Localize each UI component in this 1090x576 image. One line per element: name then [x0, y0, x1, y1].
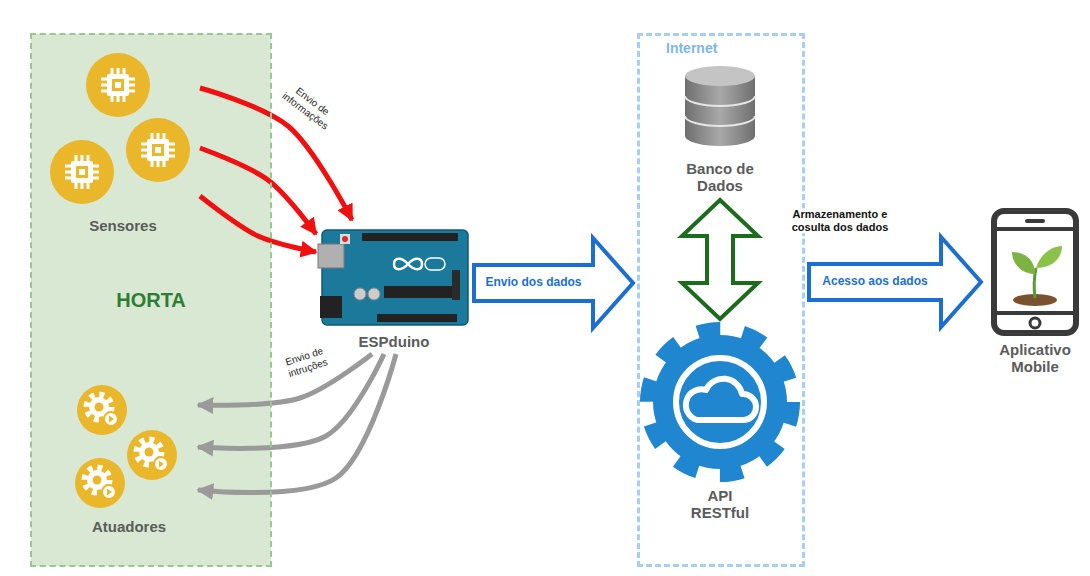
garden-ground [31, 34, 271, 566]
edge-label: Envio de intruções [277, 343, 335, 382]
api-gear-icon [648, 330, 792, 474]
board-illustration [368, 288, 380, 300]
board-illustration [354, 288, 366, 300]
board-illustration [318, 244, 344, 268]
database-icon [685, 96, 755, 126]
phone-icon [1027, 219, 1043, 223]
actuator-icon [75, 385, 177, 508]
connector-group [198, 88, 981, 493]
database-node: Banco de Dados [665, 58, 775, 196]
edge-label: Armazenamento e cosulta dos dados [778, 208, 903, 233]
actuator-icon [77, 385, 127, 435]
actuator-group: Atuadores [62, 380, 196, 537]
edge-label: Envio dos dados [483, 276, 583, 290]
phone-icon [997, 229, 1073, 313]
sensor-icon [50, 53, 190, 204]
board-illustration [320, 296, 342, 318]
database-icon [685, 66, 755, 146]
board-illustration [425, 258, 445, 270]
sensor-icon [126, 118, 190, 182]
edge-label: Envio de informações [277, 78, 342, 135]
phone-icon [994, 211, 1076, 333]
region-title: Internet [666, 40, 717, 56]
sensor-group: Sensores [48, 48, 198, 236]
edge-label: Acesso aos dados [820, 275, 929, 289]
microcontroller-board: ESPduino [318, 222, 470, 352]
api-gear-icon [686, 379, 756, 420]
region-title: HORTA [116, 289, 186, 312]
sensor-icon [86, 53, 150, 117]
block-arrow [474, 238, 633, 328]
board-illustration [362, 233, 458, 241]
node-label: Sensores [89, 217, 157, 234]
node-label: Aplicativo Mobile [993, 341, 1077, 376]
board-illustration [318, 230, 468, 325]
api-gear-icon [648, 330, 792, 474]
actuator-icon [127, 430, 177, 480]
node-label: Banco de Dados [675, 160, 765, 195]
node-label: Atuadores [92, 518, 166, 535]
garden-ground [31, 34, 271, 566]
board-illustration [394, 259, 422, 270]
actuator-icon [75, 458, 125, 508]
board-illustration [342, 236, 348, 242]
flow-arrow [200, 196, 316, 252]
sensor-icon [50, 140, 114, 204]
api-gear-icon [653, 335, 787, 469]
phone-icon [1030, 318, 1040, 328]
phone-icon [994, 211, 1076, 333]
block-arrow [682, 200, 758, 319]
board-illustration [452, 270, 460, 300]
flow-arrow [200, 148, 316, 234]
garden-region: SensoresAtuadores HORTA [30, 33, 272, 567]
database-icon [685, 126, 755, 146]
phone-icon [1012, 252, 1035, 274]
board-illustration [384, 286, 454, 298]
board-illustration [340, 234, 350, 244]
board-illustration [377, 314, 457, 322]
mobile-app-node: Aplicativo Mobile [985, 205, 1085, 377]
phone-icon [1036, 246, 1062, 268]
internet-region: Banco de DadosAPI RESTful Internet [637, 33, 805, 567]
database-icon [685, 66, 755, 86]
block-arrow [809, 237, 981, 327]
api-node: API RESTful [640, 323, 800, 523]
node-label: API RESTful [680, 487, 760, 522]
node-label: ESPduino [359, 333, 430, 350]
api-gear-icon [676, 358, 764, 446]
